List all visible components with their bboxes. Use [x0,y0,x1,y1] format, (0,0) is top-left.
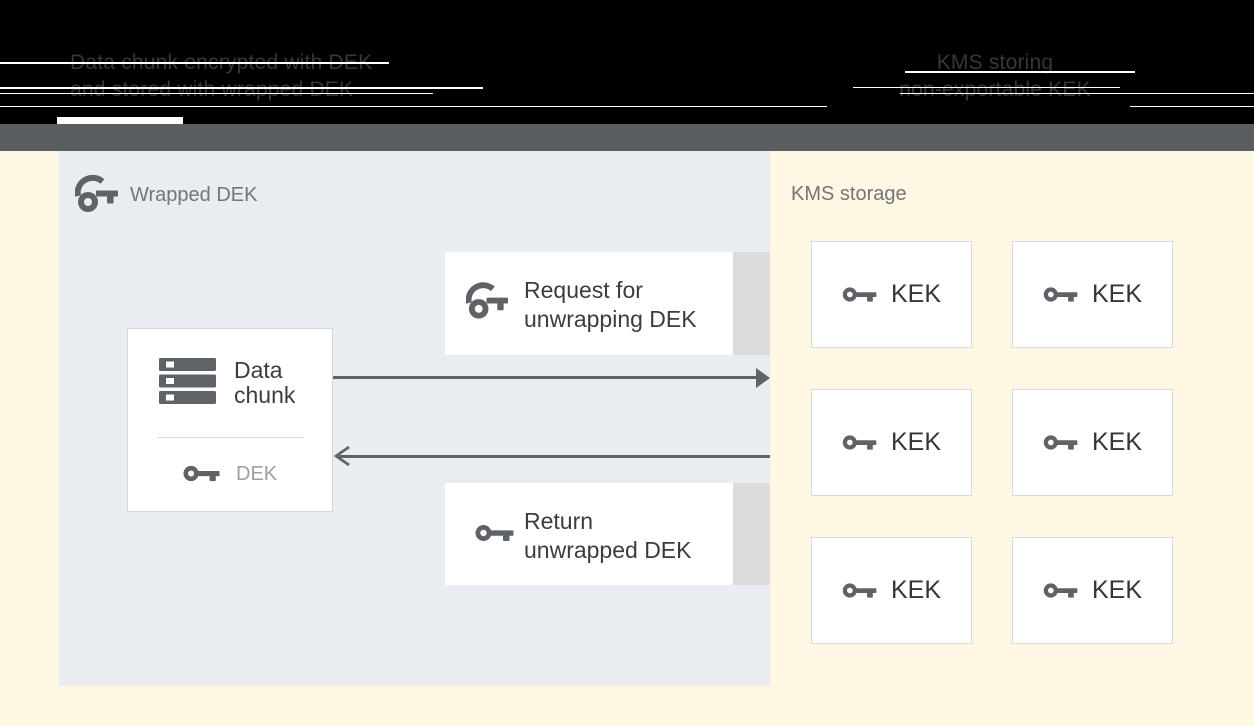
wrapped-dek-panel: Wrapped DEK Data chunk [59,151,770,686]
kek-label: KEK [890,280,942,308]
wrapped-key-icon [465,281,509,323]
return-box-label: Return unwrapped DEK [524,507,692,565]
data-chunk-label-line1: Data [234,357,283,383]
kek-label: KEK [1091,428,1143,456]
glitch-streak [0,87,483,89]
key-icon [475,520,515,546]
kek-box: KEK [811,389,972,496]
return-box-band [733,483,770,585]
return-arrow-line [339,455,770,458]
request-box-line1: Request for [524,277,643,303]
caption-right: KMS storing non-exportable KEK [840,49,1150,103]
glitch-streak [905,71,1135,73]
wrapped-key-icon [74,174,119,215]
request-arrow-line [333,376,757,379]
kek-box: KEK [1012,241,1173,348]
header-band: Data chunk encrypted with DEK and stored… [0,0,1254,124]
glitch-streak [853,87,1120,88]
request-arrow-head-icon [756,368,770,388]
key-icon [842,579,878,602]
diagram-canvas: Wrapped DEK Data chunk [0,151,1254,726]
glitch-notch [57,117,183,124]
kek-label: KEK [890,576,942,604]
key-icon [842,283,878,306]
glitch-streak [0,93,433,94]
caption-left: Data chunk encrypted with DEK and stored… [70,49,372,103]
data-chunk-label-line2: chunk [234,382,296,408]
return-box-line2: unwrapped DEK [524,537,692,563]
kek-label: KEK [1091,576,1143,604]
divider-bar [0,124,1254,151]
key-icon [183,461,221,486]
return-arrow-head-icon [333,445,351,467]
request-box-label: Request for unwrapping DEK [524,276,697,334]
kek-label: KEK [890,428,942,456]
request-box-band [733,252,770,355]
caption-right-line2: non-exportable KEK [899,78,1091,101]
kek-box: KEK [1012,537,1173,644]
return-box-line1: Return [524,508,594,534]
glitch-streak [900,93,1254,94]
key-icon [1043,431,1079,454]
kek-box: KEK [811,537,972,644]
caption-left-line2: and stored with wrapped DEK [70,78,354,101]
kek-box: KEK [811,241,972,348]
data-chunk-icon [159,358,216,404]
wrapped-dek-title: Wrapped DEK [130,184,258,206]
kek-box: KEK [1012,389,1173,496]
data-chunk-divider [158,437,304,438]
glitch-streak [0,106,827,107]
request-box: Request for unwrapping DEK [445,252,733,355]
key-icon [1043,283,1079,306]
kms-storage-title: KMS storage [791,183,907,205]
caption-right-line1: KMS storing [936,51,1054,74]
key-icon [1043,579,1079,602]
request-box-line2: unwrapping DEK [524,306,697,332]
dek-label: DEK [236,463,278,485]
kek-label: KEK [1091,280,1143,308]
key-icon [842,431,878,454]
data-chunk-box: Data chunk DEK [127,328,333,512]
data-chunk-label: Data chunk [234,358,295,408]
glitch-streak [0,62,389,64]
glitch-streak [1130,106,1254,107]
return-box: Return unwrapped DEK [445,483,733,585]
